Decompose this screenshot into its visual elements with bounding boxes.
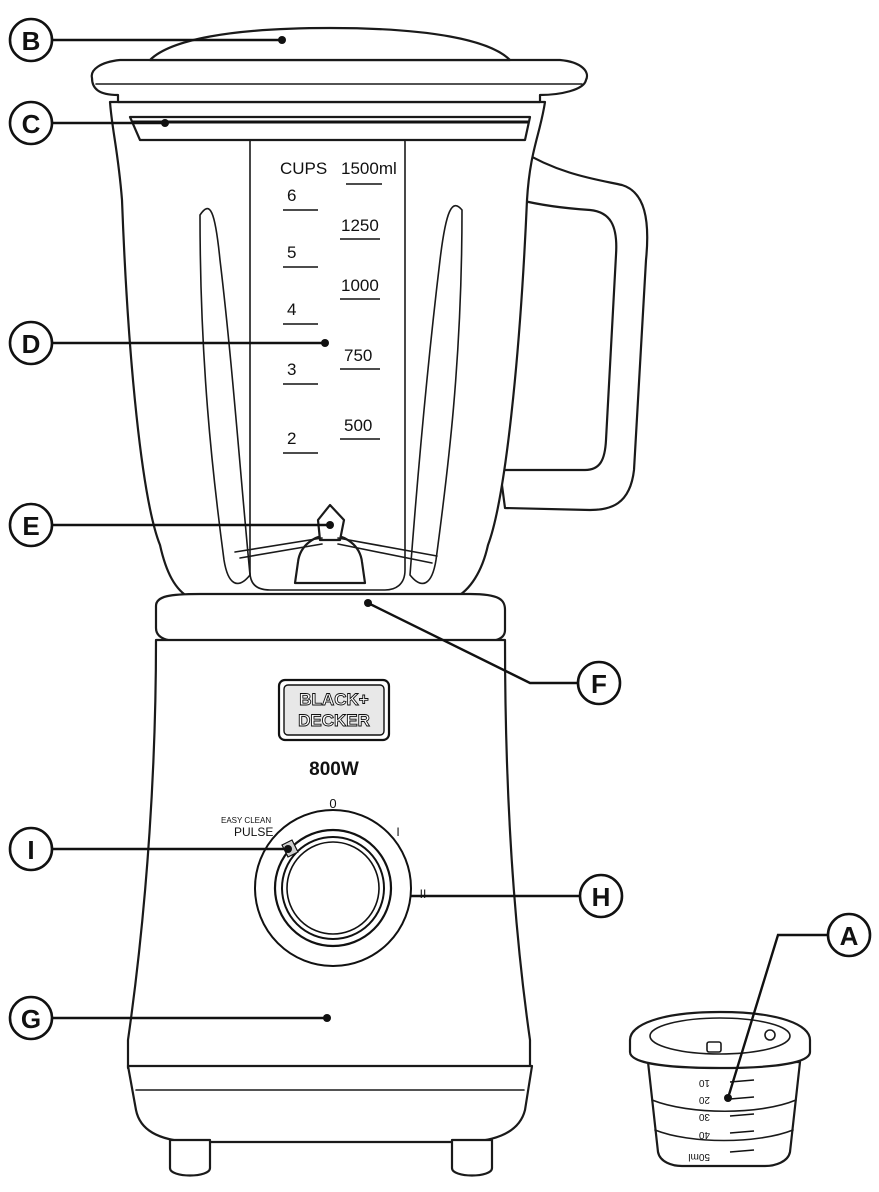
- dial-speed2-label: II: [420, 887, 427, 901]
- foot-right: [450, 1138, 494, 1177]
- callout-d: D: [8, 320, 54, 366]
- measuring-scale: CUPS 1500ml 6 5 4 3 2 1250 1000 750 500: [280, 159, 397, 454]
- svg-text:C: C: [22, 109, 41, 139]
- ml-mark-1250: 1250: [341, 216, 379, 235]
- svg-text:E: E: [22, 511, 39, 541]
- measuring-cup: 10 20 30 40 50ml: [628, 1010, 812, 1168]
- measuring-cup-marks: 10 20 30 40 50ml: [688, 1077, 755, 1162]
- callout-e: E: [8, 502, 54, 548]
- jar-rim: [128, 115, 532, 142]
- svg-text:I: I: [27, 835, 34, 865]
- jar-handle: [498, 148, 649, 512]
- jar-fin-right: [409, 204, 463, 585]
- measuring-cup-lid: [628, 1010, 812, 1070]
- measuring-cup-body: [646, 1060, 802, 1168]
- callout-b: B: [8, 17, 54, 63]
- pulse-label: PULSE: [234, 825, 273, 839]
- brand-logo: BLACK+ DECKER: [277, 678, 391, 742]
- callout-c: C: [8, 100, 54, 146]
- base-skirt: [126, 1064, 534, 1144]
- cup-mark-6: 6: [287, 186, 296, 205]
- ml-mark-750: 750: [344, 346, 372, 365]
- svg-text:10: 10: [698, 1077, 710, 1088]
- svg-text:DECKER: DECKER: [298, 711, 370, 730]
- leader-lines: [50, 36, 828, 1102]
- callout-a: A: [826, 912, 872, 958]
- svg-text:H: H: [592, 882, 611, 912]
- svg-text:G: G: [21, 1004, 41, 1034]
- svg-text:B: B: [22, 26, 41, 56]
- foot-left: [168, 1138, 212, 1177]
- svg-text:40: 40: [698, 1129, 710, 1140]
- svg-text:BLACK+: BLACK+: [299, 690, 368, 709]
- easy-clean-label: EASY CLEAN: [221, 816, 271, 825]
- svg-text:50ml: 50ml: [688, 1151, 710, 1162]
- dial-speed1-label: I: [396, 825, 399, 839]
- svg-text:D: D: [22, 329, 41, 359]
- callout-i: I: [8, 826, 54, 872]
- motor-base: BLACK+ DECKER 800W 0 I II EASY CLEAN PUL…: [126, 592, 534, 1177]
- ml-mark-500: 500: [344, 416, 372, 435]
- lid-cap: [148, 26, 512, 62]
- ml-mark-1000: 1000: [341, 276, 379, 295]
- ml-max-label: 1500ml: [341, 159, 397, 178]
- cups-label: CUPS: [280, 159, 327, 178]
- cup-mark-2: 2: [287, 429, 296, 448]
- callout-f: F: [576, 660, 622, 706]
- svg-text:F: F: [591, 669, 607, 699]
- svg-text:20: 20: [698, 1094, 710, 1105]
- base-collar: [154, 592, 507, 644]
- svg-text:30: 30: [698, 1111, 710, 1122]
- callout-h: H: [578, 873, 624, 919]
- cup-mark-5: 5: [287, 243, 296, 262]
- lid: [90, 26, 589, 104]
- speed-dial[interactable]: [254, 809, 412, 967]
- svg-text:A: A: [840, 921, 859, 951]
- cup-mark-3: 3: [287, 360, 296, 379]
- dial-off-label: 0: [329, 796, 336, 811]
- cup-mark-4: 4: [287, 300, 296, 319]
- jar-fin-left: [199, 208, 251, 585]
- power-label: 800W: [309, 759, 359, 780]
- callout-g: G: [8, 995, 54, 1041]
- lid-outer: [90, 58, 589, 104]
